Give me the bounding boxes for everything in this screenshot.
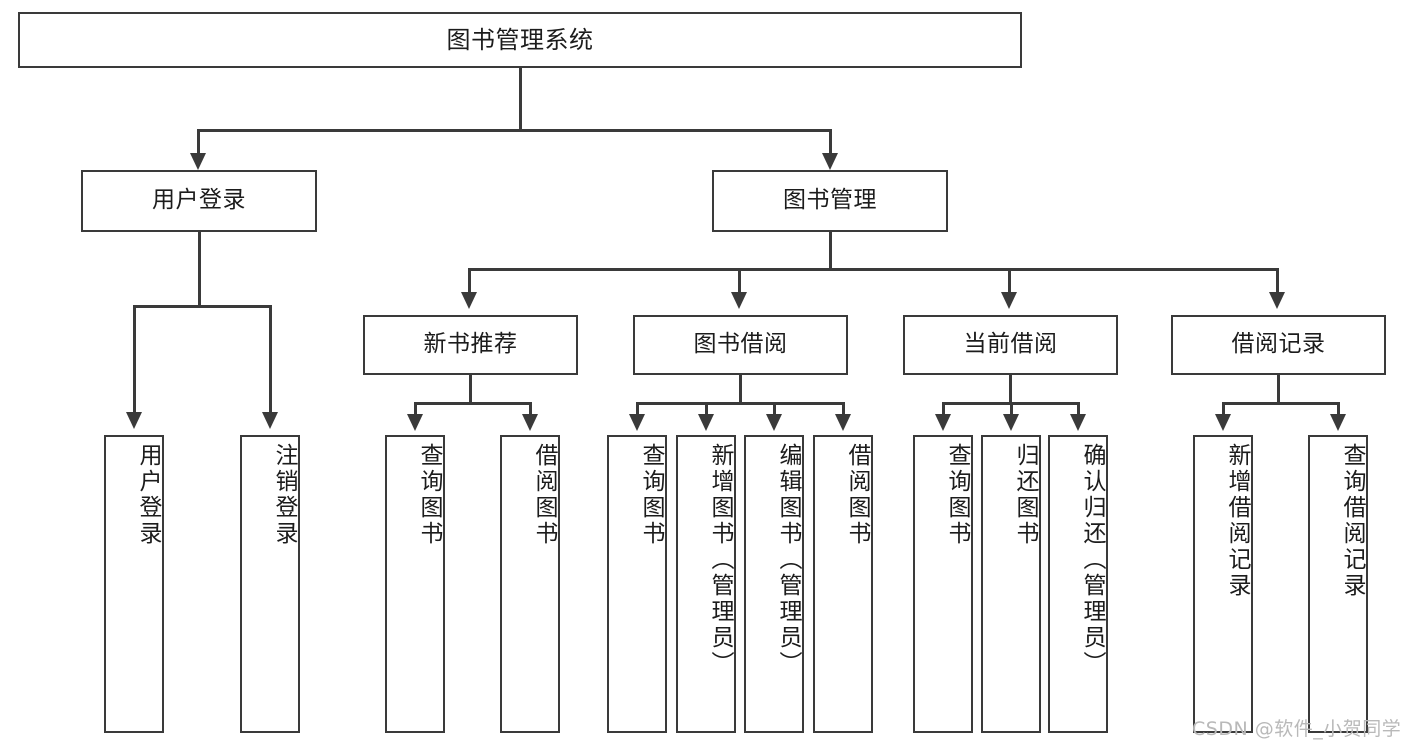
edge-bm-to-borrow-record bbox=[1276, 268, 1279, 296]
leaf-new-book-query-book[interactable]: 查询图书 bbox=[385, 435, 445, 733]
edge-br-to-leaf-2 bbox=[1337, 402, 1340, 417]
leaf-book-borrow-borrow-book[interactable]: 借阅图书 bbox=[813, 435, 873, 733]
node-book-borrow[interactable]: 图书借阅 bbox=[633, 315, 848, 375]
arrowhead-user-login-to-leaf-2 bbox=[262, 412, 278, 429]
node-label: 查询图书 bbox=[416, 443, 442, 547]
edge-bm-to-current-borrow bbox=[1008, 268, 1011, 296]
node-label: 归还图书 bbox=[1012, 443, 1038, 547]
node-label: 用户登录 bbox=[135, 443, 161, 547]
edge-new-book-to-leaf-1 bbox=[414, 402, 417, 417]
edge-bb-to-leaf-1 bbox=[636, 402, 639, 417]
leaf-new-book-borrow-book[interactable]: 借阅图书 bbox=[500, 435, 560, 733]
leaf-borrow-record-query-record[interactable]: 查询借阅记录 bbox=[1308, 435, 1368, 733]
edge-root-trunk bbox=[519, 68, 522, 130]
node-borrow-record[interactable]: 借阅记录 bbox=[1171, 315, 1386, 375]
edge-user-login-trunk bbox=[198, 232, 201, 306]
node-label: 图书借阅 bbox=[693, 331, 788, 358]
edge-root-bar bbox=[197, 129, 832, 132]
arrowhead-bm-to-new-book bbox=[461, 292, 477, 309]
edge-borrow-record-bar bbox=[1222, 402, 1339, 405]
node-label: 新增借阅记录 bbox=[1224, 443, 1250, 599]
edge-bm-to-new-book bbox=[468, 268, 471, 296]
edge-user-login-bar bbox=[133, 305, 270, 308]
leaf-current-borrow-confirm-return-admin[interactable]: 确认归还（管理员） bbox=[1048, 435, 1108, 733]
node-current-borrow[interactable]: 当前借阅 bbox=[903, 315, 1118, 375]
node-label: 借阅图书 bbox=[844, 443, 870, 547]
edge-bb-to-leaf-3 bbox=[773, 402, 776, 417]
arrowhead-bb-to-leaf-1 bbox=[629, 414, 645, 431]
node-label: 图书管理 bbox=[783, 187, 877, 214]
arrowhead-bm-to-current-borrow bbox=[1001, 292, 1017, 309]
node-label: 当前借阅 bbox=[963, 331, 1058, 358]
leaf-user-login-logout[interactable]: 注销登录 bbox=[240, 435, 300, 733]
edge-current-borrow-trunk bbox=[1009, 375, 1012, 403]
arrowhead-bb-to-leaf-2 bbox=[698, 414, 714, 431]
leaf-current-borrow-return-book[interactable]: 归还图书 bbox=[981, 435, 1041, 733]
edge-new-book-trunk bbox=[469, 375, 472, 403]
arrowhead-root-to-user-login bbox=[190, 153, 206, 170]
edge-cb-to-leaf-1 bbox=[942, 402, 945, 417]
edge-cb-to-leaf-3 bbox=[1077, 402, 1080, 417]
arrowhead-new-book-to-leaf-2 bbox=[522, 414, 538, 431]
edge-user-login-to-leaf-1 bbox=[133, 305, 136, 415]
leaf-book-borrow-query-book[interactable]: 查询图书 bbox=[607, 435, 667, 733]
edge-user-login-to-leaf-2 bbox=[269, 305, 272, 415]
node-label: 查询图书 bbox=[638, 443, 664, 547]
edge-book-management-bar bbox=[468, 268, 1278, 271]
node-label: 查询借阅记录 bbox=[1339, 443, 1365, 599]
arrowhead-cb-to-leaf-3 bbox=[1070, 414, 1086, 431]
arrowhead-root-to-book-management bbox=[822, 153, 838, 170]
node-label: 注销登录 bbox=[271, 443, 297, 547]
edge-cb-to-leaf-2 bbox=[1010, 402, 1013, 417]
node-label: 编辑图书（管理员） bbox=[775, 443, 801, 677]
edge-new-book-bar bbox=[414, 402, 531, 405]
edge-root-to-book-management bbox=[829, 129, 832, 157]
leaf-user-login-login[interactable]: 用户登录 bbox=[104, 435, 164, 733]
arrowhead-br-to-leaf-1 bbox=[1215, 414, 1231, 431]
edge-borrow-record-trunk bbox=[1277, 375, 1280, 403]
edge-new-book-to-leaf-2 bbox=[529, 402, 532, 417]
node-label: 新书推荐 bbox=[423, 331, 518, 358]
node-label: 借阅记录 bbox=[1231, 331, 1326, 358]
edge-root-to-user-login bbox=[197, 129, 200, 157]
arrowhead-bb-to-leaf-4 bbox=[835, 414, 851, 431]
node-user-login[interactable]: 用户登录 bbox=[81, 170, 317, 232]
arrowhead-bm-to-borrow-record bbox=[1269, 292, 1285, 309]
arrowhead-bb-to-leaf-3 bbox=[766, 414, 782, 431]
node-root-book-management-system[interactable]: 图书管理系统 bbox=[18, 12, 1022, 68]
node-label: 用户登录 bbox=[152, 187, 246, 214]
edge-bb-to-leaf-2 bbox=[705, 402, 708, 417]
node-label: 图书管理系统 bbox=[446, 25, 594, 54]
node-label: 借阅图书 bbox=[531, 443, 557, 547]
leaf-book-borrow-edit-book-admin[interactable]: 编辑图书（管理员） bbox=[744, 435, 804, 733]
node-book-management[interactable]: 图书管理 bbox=[712, 170, 948, 232]
edge-book-management-trunk bbox=[829, 232, 832, 270]
leaf-borrow-record-add-record[interactable]: 新增借阅记录 bbox=[1193, 435, 1253, 733]
node-label: 查询图书 bbox=[944, 443, 970, 547]
edge-book-borrow-bar bbox=[636, 402, 844, 405]
node-label: 新增图书（管理员） bbox=[707, 443, 733, 677]
arrowhead-user-login-to-leaf-1 bbox=[126, 412, 142, 429]
leaf-current-borrow-query-book[interactable]: 查询图书 bbox=[913, 435, 973, 733]
node-new-book-recommend[interactable]: 新书推荐 bbox=[363, 315, 578, 375]
edge-bb-to-leaf-4 bbox=[842, 402, 845, 417]
arrowhead-cb-to-leaf-2 bbox=[1003, 414, 1019, 431]
arrowhead-new-book-to-leaf-1 bbox=[407, 414, 423, 431]
arrowhead-cb-to-leaf-1 bbox=[935, 414, 951, 431]
edge-book-borrow-trunk bbox=[739, 375, 742, 403]
leaf-book-borrow-add-book-admin[interactable]: 新增图书（管理员） bbox=[676, 435, 736, 733]
node-label: 确认归还（管理员） bbox=[1079, 443, 1105, 677]
edge-br-to-leaf-1 bbox=[1222, 402, 1225, 417]
arrowhead-br-to-leaf-2 bbox=[1330, 414, 1346, 431]
arrowhead-bm-to-book-borrow bbox=[731, 292, 747, 309]
edge-bm-to-book-borrow bbox=[738, 268, 741, 296]
